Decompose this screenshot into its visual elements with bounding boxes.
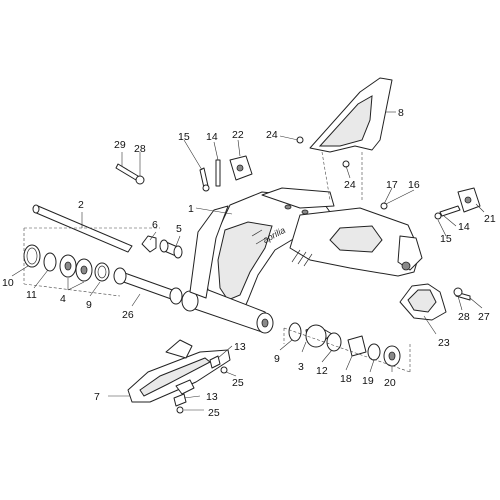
callout-20: 20 bbox=[384, 377, 396, 389]
callout-28-left: 28 bbox=[134, 143, 146, 155]
callout-25-lower: 25 bbox=[208, 407, 220, 419]
callout-2: 2 bbox=[78, 199, 84, 211]
chain-guard-lower bbox=[127, 339, 231, 403]
left-bearing-stack bbox=[23, 244, 110, 282]
callout-18: 18 bbox=[340, 373, 352, 385]
callout-5: 5 bbox=[176, 223, 182, 235]
callout-28-right: 28 bbox=[458, 311, 470, 323]
callout-12: 12 bbox=[316, 365, 328, 377]
callout-6: 6 bbox=[152, 219, 158, 231]
callout-3: 3 bbox=[298, 361, 304, 373]
callout-22: 22 bbox=[232, 129, 244, 141]
sprocket-guard bbox=[399, 283, 447, 321]
callout-14-right: 14 bbox=[458, 221, 470, 233]
pivot-spindle bbox=[32, 204, 133, 253]
chain-guard-upper bbox=[309, 77, 393, 201]
callout-11: 11 bbox=[26, 289, 37, 301]
callout-23: 23 bbox=[438, 337, 450, 349]
callout-15-left: 15 bbox=[178, 131, 190, 143]
spacer-tube-26 bbox=[113, 267, 183, 305]
callout-29: 29 bbox=[114, 139, 126, 151]
callout-16: 16 bbox=[408, 179, 420, 191]
callout-17: 17 bbox=[386, 179, 398, 191]
callout-27: 27 bbox=[478, 311, 490, 323]
callout-21: 21 bbox=[484, 213, 496, 225]
callout-14-left: 14 bbox=[206, 131, 218, 143]
callout-25-upper: 25 bbox=[232, 377, 244, 389]
callout-24-lower: 24 bbox=[344, 179, 356, 191]
callout-labels: 1 2 3 4 5 6 7 8 9 9 10 11 12 13 13 14 14… bbox=[2, 107, 496, 419]
callout-24-upper: 24 bbox=[266, 129, 278, 141]
alignment-lines bbox=[23, 227, 411, 373]
bushing-5-6 bbox=[141, 235, 183, 259]
callout-1: 1 bbox=[188, 203, 194, 215]
callout-15-right: 15 bbox=[440, 233, 452, 245]
callout-4: 4 bbox=[60, 293, 66, 305]
callout-9-left: 9 bbox=[86, 299, 92, 311]
swingarm: aprilia bbox=[181, 187, 423, 334]
callout-9-right: 9 bbox=[274, 353, 280, 365]
callout-26: 26 bbox=[122, 309, 134, 321]
right-bearing-stack bbox=[288, 322, 401, 367]
callout-7: 7 bbox=[94, 391, 100, 403]
callout-13-lower: 13 bbox=[206, 391, 218, 403]
callout-10: 10 bbox=[2, 277, 14, 289]
callout-13-upper: 13 bbox=[234, 341, 246, 353]
leader-lines bbox=[11, 111, 485, 411]
callout-19: 19 bbox=[362, 375, 374, 387]
small-hardware bbox=[115, 136, 481, 414]
callout-8: 8 bbox=[398, 107, 404, 119]
